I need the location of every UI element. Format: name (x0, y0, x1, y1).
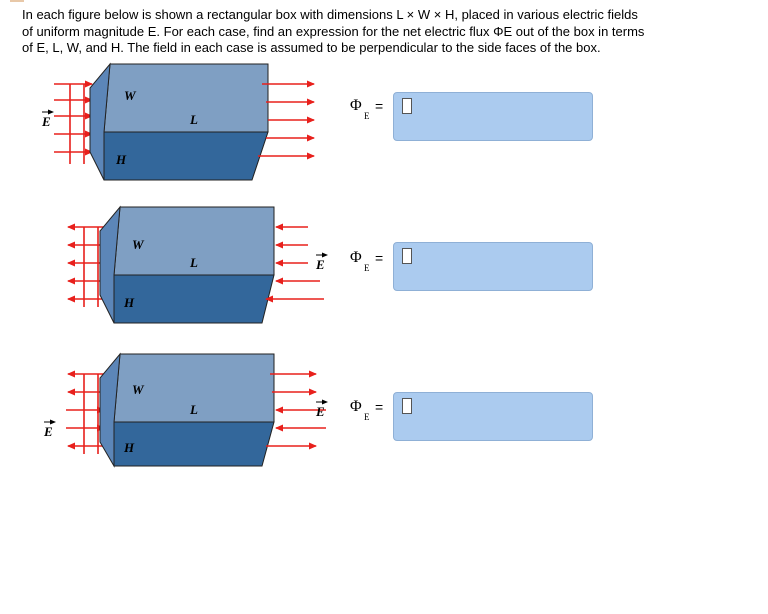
box-side-face (99, 205, 121, 324)
label-e: E (315, 257, 325, 272)
box-side-face (89, 62, 111, 181)
flux-label-1: Φ E = (350, 95, 392, 125)
figure-1-diagram: W L H E (41, 62, 315, 181)
field-arrows-right (265, 223, 324, 303)
label-h: H (123, 295, 135, 310)
label-l: L (189, 112, 198, 127)
label-e-left: E (43, 424, 53, 439)
field-through-lines (83, 374, 99, 454)
box-front-face (103, 131, 269, 181)
label-l: L (189, 402, 198, 417)
flux-label-3: Φ E = (350, 396, 392, 426)
box-front-face (113, 274, 275, 324)
label-h: H (123, 440, 135, 455)
label-e-right: E (315, 404, 325, 419)
field-through-lines (83, 227, 99, 307)
label-e: E (41, 114, 51, 129)
answer-field-3[interactable] (393, 392, 593, 441)
field-arrows-right (266, 370, 326, 450)
phi-symbol: Φ (350, 398, 362, 415)
equals-sign: = (375, 399, 384, 415)
equals-sign: = (375, 98, 384, 114)
label-l: L (189, 255, 198, 270)
box-front-face (113, 421, 275, 467)
answer-field-1[interactable] (393, 92, 593, 141)
label-h: H (115, 152, 127, 167)
phi-subscript: E (364, 412, 370, 422)
field-arrows-right (258, 80, 315, 160)
question-line-1: In each figure below is shown a rectangu… (22, 7, 638, 22)
question-text: In each figure below is shown a rectangu… (22, 7, 712, 57)
question-line-2: of uniform magnitude E. For each case, f… (22, 23, 645, 39)
figure-3-diagram: W L H E E (43, 352, 328, 468)
phi-symbol: Φ (350, 97, 362, 114)
field-through-lines (69, 84, 85, 164)
answer-input-1[interactable] (402, 98, 412, 114)
label-w: W (132, 237, 145, 252)
question-line-3: of E, L, W, and H. The field in each cas… (22, 40, 601, 55)
answer-field-2[interactable] (393, 242, 593, 291)
field-arrows-left (54, 80, 93, 156)
label-w: W (132, 382, 145, 397)
top-decoration (10, 0, 24, 2)
figure-2-diagram: W L H E (67, 205, 328, 324)
figure-2: W L H E (40, 205, 340, 345)
equals-sign: = (375, 250, 384, 266)
phi-symbol: Φ (350, 249, 362, 266)
answer-input-2[interactable] (402, 248, 412, 264)
flux-label-2: Φ E = (350, 247, 392, 277)
figure-3: W L H E E (40, 350, 340, 490)
phi-subscript: E (364, 263, 370, 273)
phi-subscript: E (364, 111, 370, 121)
label-w: W (124, 88, 137, 103)
figure-1: W L H E (40, 62, 340, 202)
answer-input-3[interactable] (402, 398, 412, 414)
box-side-face (99, 352, 121, 468)
